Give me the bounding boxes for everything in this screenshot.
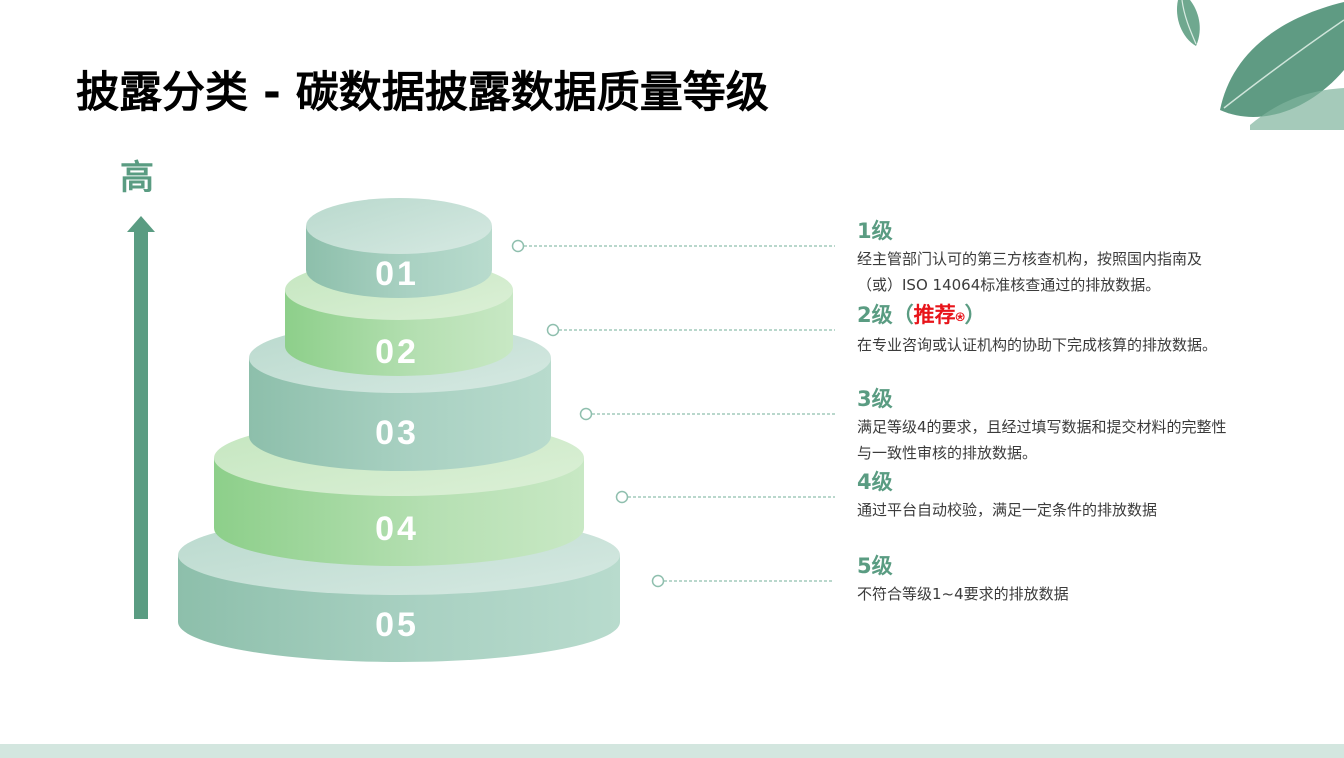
level-title: 3级 bbox=[857, 387, 893, 411]
connector-3 bbox=[579, 407, 835, 421]
connector-2 bbox=[546, 323, 835, 337]
tier-number: 02 bbox=[375, 333, 419, 371]
pyramid-diagram: 01 02 03 04 05 bbox=[178, 198, 835, 662]
level-title-prefix: 2级（ bbox=[857, 303, 914, 327]
level-2: 2级（推荐⍟） 在专业咨询或认证机构的协助下完成核算的排放数据。 bbox=[857, 302, 1227, 358]
level-title-suffix: ） bbox=[964, 303, 986, 327]
level-title: 5级 bbox=[857, 554, 893, 578]
level-5: 5级 不符合等级1~4要求的排放数据 bbox=[857, 553, 1227, 607]
tier-number: 03 bbox=[375, 414, 419, 452]
level-title: 1级 bbox=[857, 219, 893, 243]
level-3: 3级 满足等级4的要求，且经过填写数据和提交材料的完整性与一致性审核的排放数据。 bbox=[857, 386, 1227, 466]
bottom-bar bbox=[0, 744, 1344, 758]
up-arrow-icon bbox=[127, 216, 155, 619]
leaf-decoration-icon bbox=[1176, 0, 1344, 130]
level-title: 2级（推荐⍟） bbox=[857, 302, 1227, 330]
connector-5 bbox=[651, 574, 832, 588]
level-1: 1级 经主管部门认可的第三方核查机构，按照国内指南及（或）ISO 14064标准… bbox=[857, 218, 1227, 298]
level-title: 4级 bbox=[857, 470, 893, 494]
recommend-label: 推荐 bbox=[913, 303, 956, 327]
tier-01 bbox=[306, 198, 492, 298]
level-4: 4级 通过平台自动校验，满足一定条件的排放数据 bbox=[857, 469, 1227, 523]
level-desc: 不符合等级1~4要求的排放数据 bbox=[857, 585, 1069, 603]
tier-number: 05 bbox=[375, 606, 419, 644]
page-title: 披露分类 - 碳数据披露数据质量等级 bbox=[76, 68, 769, 118]
high-label: 高 bbox=[120, 158, 154, 198]
connector-4 bbox=[615, 490, 835, 504]
level-desc: 通过平台自动校验，满足一定条件的排放数据 bbox=[857, 501, 1158, 519]
tier-number: 01 bbox=[375, 255, 419, 293]
star-icon: ⍟ bbox=[955, 308, 965, 326]
level-desc: 满足等级4的要求，且经过填写数据和提交材料的完整性与一致性审核的排放数据。 bbox=[857, 418, 1227, 462]
tier-number: 04 bbox=[375, 510, 419, 548]
level-desc: 经主管部门认可的第三方核查机构，按照国内指南及（或）ISO 14064标准核查通… bbox=[857, 250, 1203, 294]
level-desc: 在专业咨询或认证机构的协助下完成核算的排放数据。 bbox=[857, 336, 1218, 354]
connector-1 bbox=[511, 239, 835, 253]
